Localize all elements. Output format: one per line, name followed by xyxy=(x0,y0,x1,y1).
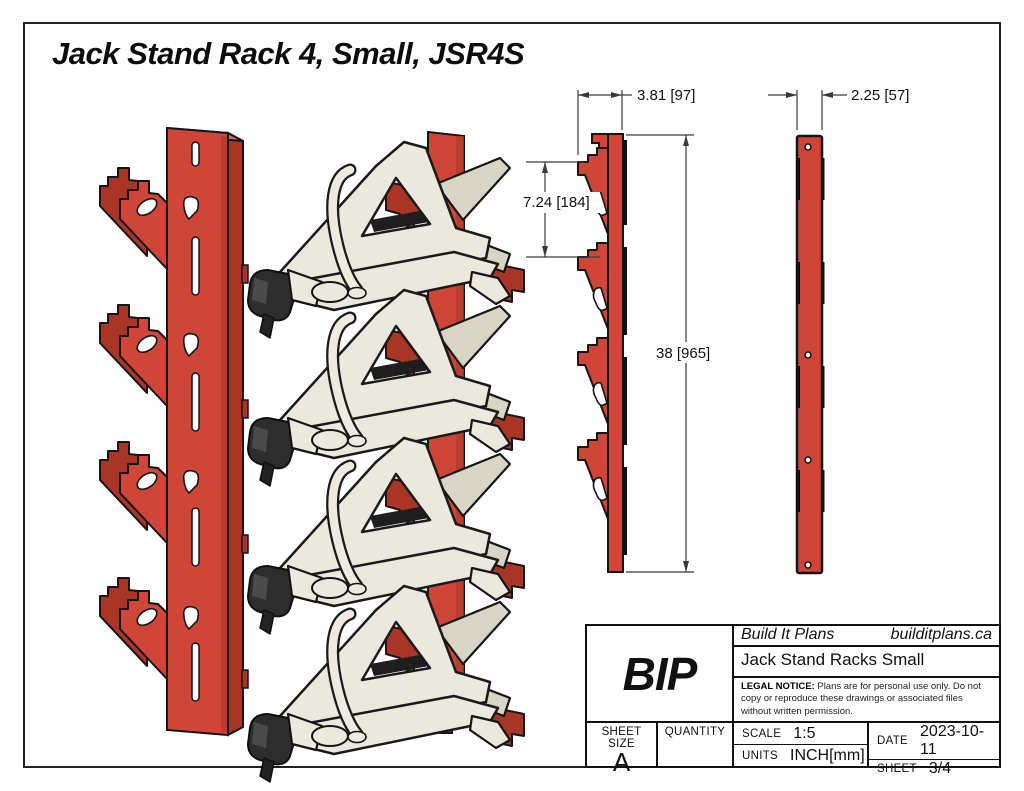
jack-stand xyxy=(248,586,524,782)
side-hook xyxy=(577,147,609,235)
date-label: DATE xyxy=(877,735,909,747)
legal-notice-text: Plans are for personal use only. Do not … xyxy=(741,680,981,717)
sheet-label: SHEET xyxy=(877,763,917,775)
scale-label: SCALE xyxy=(742,727,782,740)
side-wall-strips xyxy=(622,140,627,555)
company-row: Build It Plans builditplans.ca xyxy=(734,626,999,647)
dimension-label: 7.24 [184] xyxy=(523,194,590,211)
company-logo: BIP xyxy=(587,626,734,721)
sheet-size-value: A xyxy=(612,747,631,777)
dimension-rail-width: 2.25 [57] xyxy=(768,87,909,130)
rack-slots xyxy=(191,141,200,702)
view-iso-assembly xyxy=(248,130,524,782)
page-title: Jack Stand Rack 4, Small, JSR4S xyxy=(52,36,525,71)
side-hook xyxy=(577,337,609,425)
dimension-label: 3.81 [97] xyxy=(637,87,695,104)
sheet-size-cell: SHEET SIZE A xyxy=(587,723,658,775)
rack-edge-shade xyxy=(221,136,227,732)
units-cell: UNITS INCH[mm] xyxy=(734,745,867,766)
scale-value: 1:5 xyxy=(793,724,816,742)
drawing-title: Jack Stand Racks Small xyxy=(734,647,999,678)
date-value: 2023-10-11 xyxy=(920,723,985,758)
scale-cell: SCALE 1:5 xyxy=(734,723,867,745)
legal-notice-label: LEGAL NOTICE: xyxy=(741,680,815,692)
dimension-rack-depth: 3.81 [97] xyxy=(577,87,695,155)
dimension-label: 2.25 [57] xyxy=(851,87,909,104)
side-hook xyxy=(577,432,609,520)
rack-notch-tabs xyxy=(241,264,249,689)
quantity-cell: QUANTITY xyxy=(658,723,734,766)
view-side-profile: 3.81 [97] 7.24 [184] 38 [965] xyxy=(520,87,720,573)
title-block: BIP Build It Plans builditplans.ca Jack … xyxy=(585,624,1001,777)
sheet-number-cell: SHEET 3/4 xyxy=(869,760,999,778)
dimension-label: 38 [965] xyxy=(656,345,710,362)
sheet-size-label: SHEET SIZE xyxy=(601,726,642,750)
front-rail-holes xyxy=(804,143,812,569)
front-rail-notches xyxy=(796,158,825,512)
view-front-rail: 2.25 [57] xyxy=(768,87,909,575)
rack-side-face xyxy=(227,131,244,737)
view-iso-rack xyxy=(99,126,249,737)
company-name: Build It Plans xyxy=(741,626,835,644)
side-hook xyxy=(577,242,609,330)
side-rail xyxy=(607,133,624,573)
dimension-rack-height: 38 [965] xyxy=(626,134,720,573)
company-website: builditplans.ca xyxy=(890,626,992,644)
units-label: UNITS xyxy=(742,749,778,762)
sheet-value: 3/4 xyxy=(928,760,952,777)
date-cell: DATE 2023-10-11 xyxy=(869,723,999,760)
quantity-label: QUANTITY xyxy=(664,726,726,738)
units-value: INCH[mm] xyxy=(790,746,865,764)
legal-notice: LEGAL NOTICE: Plans are for personal use… xyxy=(734,678,999,721)
dimension-hook-spacing: 7.24 [184] xyxy=(520,161,600,258)
